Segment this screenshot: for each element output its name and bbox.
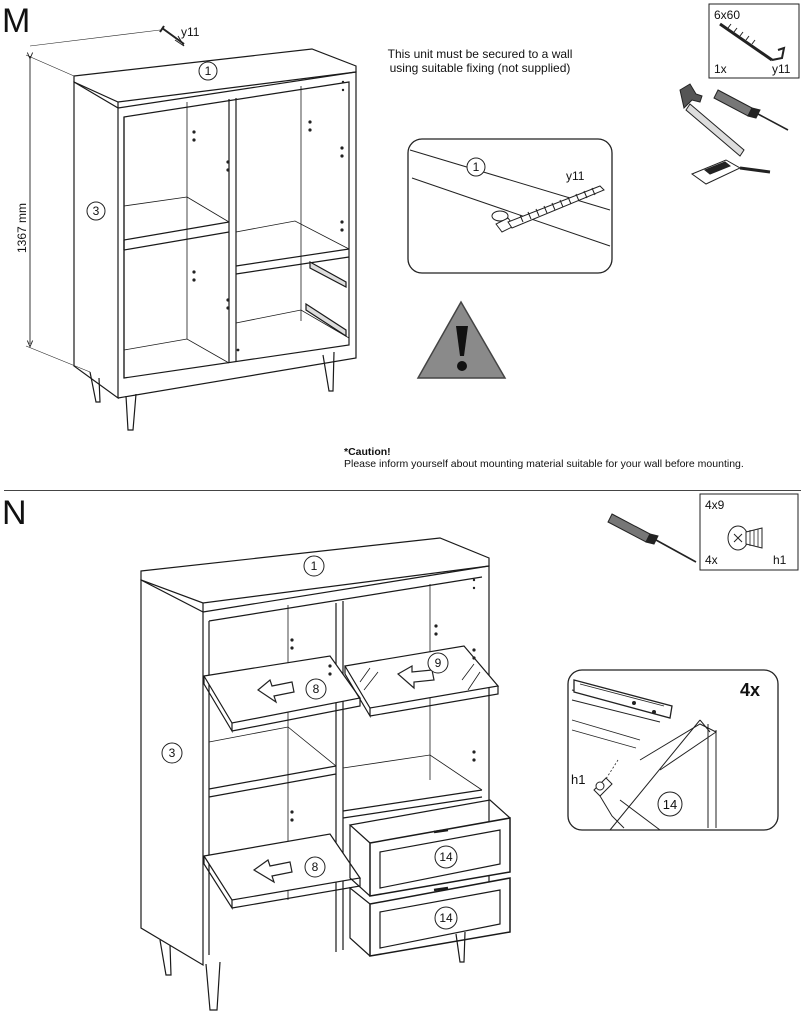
caution-title: *Caution! xyxy=(344,446,391,458)
n-part-top-label: 1 xyxy=(311,559,318,573)
m-hardware-box: 6x60 1x y11 xyxy=(708,3,800,79)
detail-drawer-label: 14 xyxy=(663,797,677,812)
height-dimension xyxy=(25,29,161,373)
n-part-side-marker: 3 xyxy=(161,742,183,764)
drawer-b-label: 14 xyxy=(439,911,453,925)
step-m-letter: M xyxy=(2,2,31,40)
drill-bit-icon xyxy=(690,159,771,185)
detail-fitting-label: y11 xyxy=(566,169,585,183)
n-screwdriver-icon xyxy=(607,513,697,563)
m-part-top-label: 1 xyxy=(205,64,212,78)
n-hardware-qty: 4x xyxy=(705,553,718,567)
wall-screw-icon xyxy=(159,25,185,47)
detail-multiplier: 4x xyxy=(740,680,760,700)
m-part-side-label: 3 xyxy=(93,204,100,218)
warning-icon xyxy=(416,300,507,379)
shelf-b-marker: 8 xyxy=(304,856,326,878)
detail-screw-label: h1 xyxy=(571,772,585,787)
glass-shelf-label: 9 xyxy=(435,656,442,670)
screwdriver-icon xyxy=(713,89,789,131)
wall-fixing-detail: 1 y11 xyxy=(407,138,613,274)
shelf-insert-arrows xyxy=(252,664,435,884)
shelf-a-marker: 8 xyxy=(305,678,327,700)
drawer-runner-detail: 4x h1 14 xyxy=(567,669,779,831)
m-hardware-code: y11 xyxy=(772,62,791,76)
shelf-a-label: 8 xyxy=(313,682,320,696)
glass-shelf-marker: 9 xyxy=(427,652,449,674)
m-hardware-size: 6x60 xyxy=(714,8,740,22)
shelf-b-label: 8 xyxy=(312,860,319,874)
wall-fixing-note: This unit must be secured to a wall usin… xyxy=(360,47,600,75)
section-divider xyxy=(4,490,801,491)
m-part-top-marker: 1 xyxy=(198,61,218,81)
step-n-cabinet xyxy=(140,537,511,1011)
m-fitting-label: y11 xyxy=(181,25,200,39)
n-hardware-size: 4x9 xyxy=(705,498,725,512)
wall-fixing-note-line2: using suitable fixing (not supplied) xyxy=(389,61,571,75)
n-part-top-marker: 1 xyxy=(303,555,325,577)
n-hardware-code: h1 xyxy=(773,553,787,567)
wall-fixing-note-line1: This unit must be secured to a wall xyxy=(387,47,573,61)
n-hardware-box: 4x9 4x h1 xyxy=(699,493,799,571)
caution-text: Please inform yourself about mounting ma… xyxy=(344,458,744,470)
step-n-letter: N xyxy=(2,494,27,532)
hammer-icon xyxy=(679,83,745,157)
drawer-a-marker: 14 xyxy=(434,845,458,869)
step-m-cabinet xyxy=(73,48,357,431)
m-part-side-marker: 3 xyxy=(86,201,106,221)
height-label: 1367 mm xyxy=(15,203,29,253)
drawer-b-marker: 14 xyxy=(434,906,458,930)
n-part-side-label: 3 xyxy=(169,746,176,760)
detail-part-label: 1 xyxy=(473,160,480,174)
m-hardware-qty: 1x xyxy=(714,62,727,76)
caution-block: *Caution! Please inform yourself about m… xyxy=(344,446,794,470)
drawer-a-label: 14 xyxy=(439,850,453,864)
